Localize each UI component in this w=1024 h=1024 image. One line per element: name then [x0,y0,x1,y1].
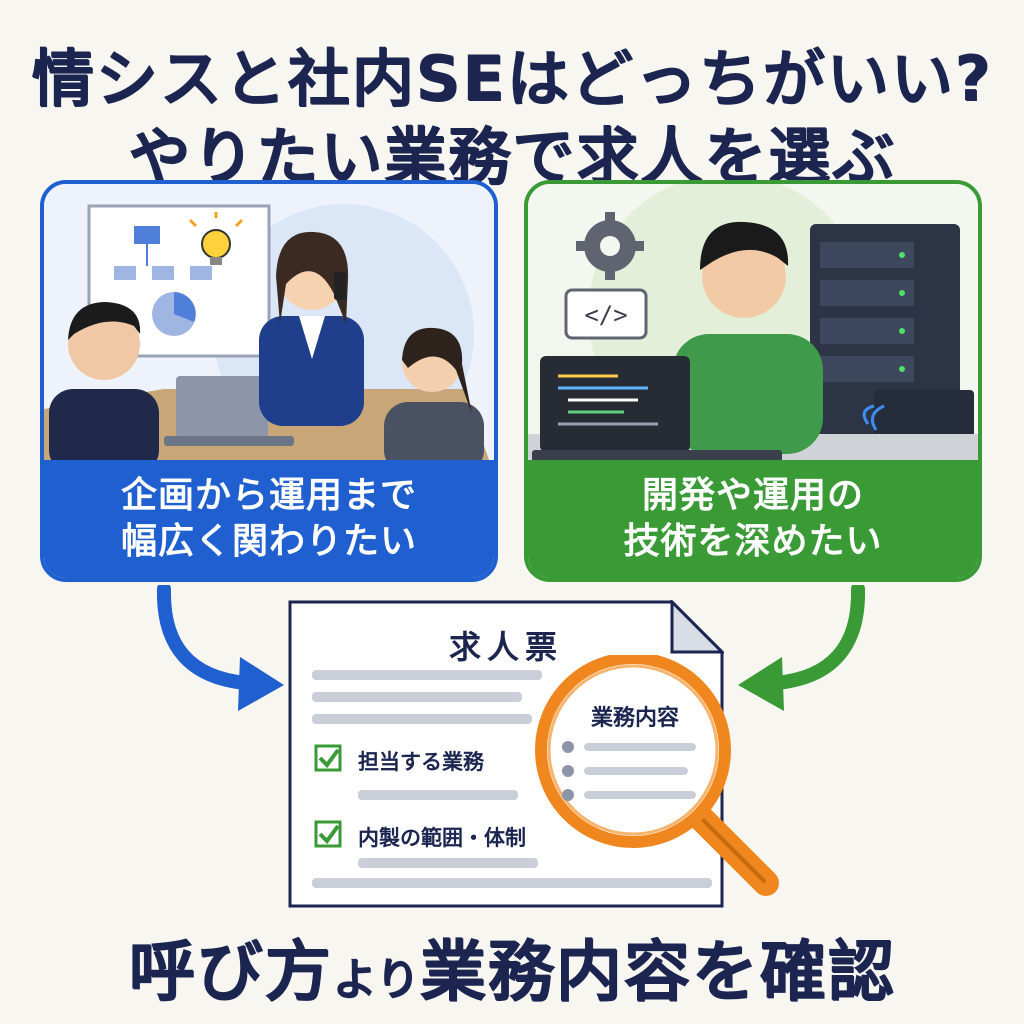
check-item-duties: 担当する業務 [358,750,484,774]
server-rack-icon [810,224,974,454]
lens-title: 業務内容 [590,706,679,731]
card-caption-line2: 技術を深めたい [623,521,883,562]
check-item-inhouse-scope: 内製の範囲・体制 [358,826,526,850]
headline-line1: 情シスと社内SEはどっちがいい? [31,42,993,115]
blue-arrow-icon [156,585,284,711]
sheet-title: 求人票 [448,628,563,666]
card-caption: 企画から運用まで 幅広く関わりたい [44,460,494,578]
footer-part2: より [332,954,420,1005]
man-illustration [49,302,159,474]
checkbox-icon [314,820,342,848]
laptop-icon [532,356,782,462]
engineer-illustration: </> [528,184,978,474]
card-broad-involvement: 企画から運用まで 幅広く関わりたい [40,180,498,582]
gear-icon [576,212,644,280]
checkbox-icon [314,744,342,772]
footer-message: 呼び方より業務内容を確認 [0,918,1024,1014]
green-arrow-icon [738,585,866,711]
card-caption-line1: 企画から運用まで [120,475,417,516]
footer-part3: 業務内容を確認 [419,933,896,1010]
presenter-illustration [259,231,364,426]
lightbulb-icon [188,212,244,265]
colleague-illustration [384,327,484,474]
magnifier-icon [535,655,779,896]
engineer-person-illustration [673,221,823,454]
card-deep-technical: </> [524,180,982,582]
footer-part1: 呼び方 [128,933,333,1010]
code-icon-text: </> [584,301,627,329]
card-caption: 開発や運用の 技術を深めたい [528,460,978,578]
code-icon: </> [564,288,648,340]
card-caption-line2: 幅広く関わりたい [120,521,417,562]
card-caption-line1: 開発や運用の [641,475,864,516]
meeting-illustration [44,184,494,474]
